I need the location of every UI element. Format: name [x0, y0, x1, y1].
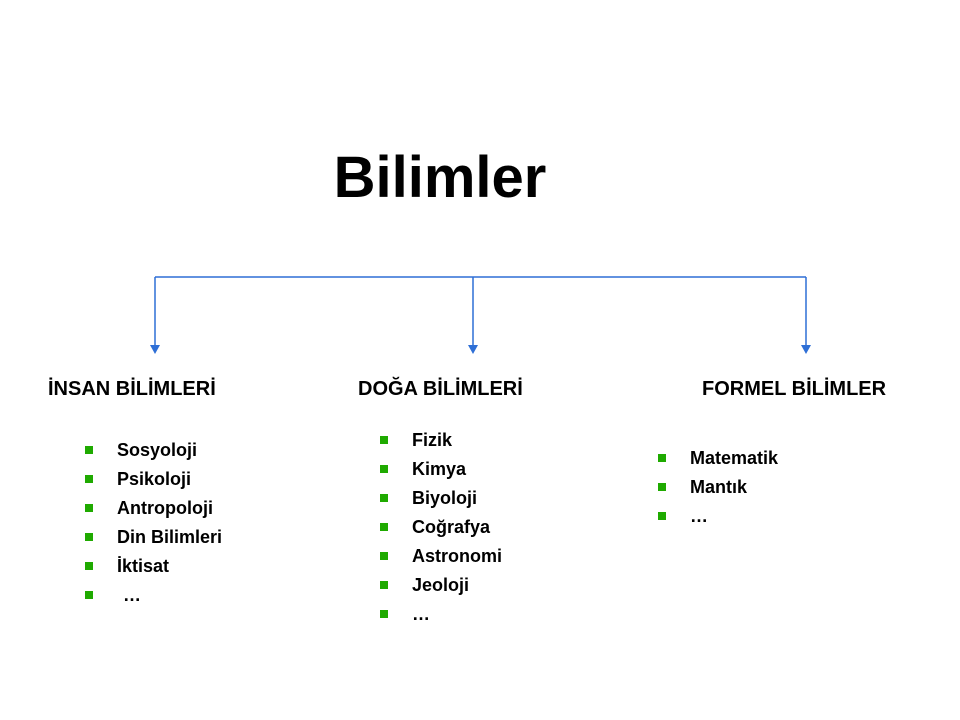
square-bullet-icon [85, 533, 93, 541]
list-item: Jeoloji [380, 571, 502, 600]
square-bullet-icon [380, 494, 388, 502]
square-bullet-icon [85, 446, 93, 454]
list-item: Astronomi [380, 542, 502, 571]
square-bullet-icon [658, 454, 666, 462]
list-item: Sosyoloji [85, 436, 222, 465]
list-item: Mantık [658, 473, 778, 502]
list-item: Biyoloji [380, 484, 502, 513]
square-bullet-icon [380, 436, 388, 444]
square-bullet-icon [380, 610, 388, 618]
list-item: Matematik [658, 444, 778, 473]
list-item: Kimya [380, 455, 502, 484]
list-item: Antropoloji [85, 494, 222, 523]
arrow-head-center [468, 345, 478, 354]
diagram-title: Bilimler [333, 145, 547, 210]
list-item: … [380, 600, 502, 629]
arrow-head-right [801, 345, 811, 354]
list-formel-bilimler: Matematik Mantık … [658, 444, 778, 531]
square-bullet-icon [380, 581, 388, 589]
list-doga-bilimleri: Fizik Kimya Biyoloji Coğrafya Astronomi … [380, 426, 502, 629]
list-item: … [85, 581, 222, 610]
heading-doga-bilimleri: DOĞA BİLİMLERİ [358, 378, 523, 400]
list-item: Fizik [380, 426, 502, 455]
square-bullet-icon [85, 504, 93, 512]
list-item: Psikoloji [85, 465, 222, 494]
heading-formel-bilimler: FORMEL BİLİMLER [702, 378, 887, 400]
list-insan-bilimleri: Sosyoloji Psikoloji Antropoloji Din Bili… [85, 436, 222, 610]
square-bullet-icon [658, 512, 666, 520]
square-bullet-icon [380, 523, 388, 531]
square-bullet-icon [380, 552, 388, 560]
list-item: Coğrafya [380, 513, 502, 542]
list-item: Din Bilimleri [85, 523, 222, 552]
square-bullet-icon [85, 562, 93, 570]
square-bullet-icon [658, 483, 666, 491]
square-bullet-icon [85, 475, 93, 483]
arrow-head-left [150, 345, 160, 354]
square-bullet-icon [380, 465, 388, 473]
square-bullet-icon [85, 591, 93, 599]
list-item: … [658, 502, 778, 531]
list-item: İktisat [85, 552, 222, 581]
heading-insan-bilimleri: İNSAN BİLİMLERİ [48, 378, 216, 400]
